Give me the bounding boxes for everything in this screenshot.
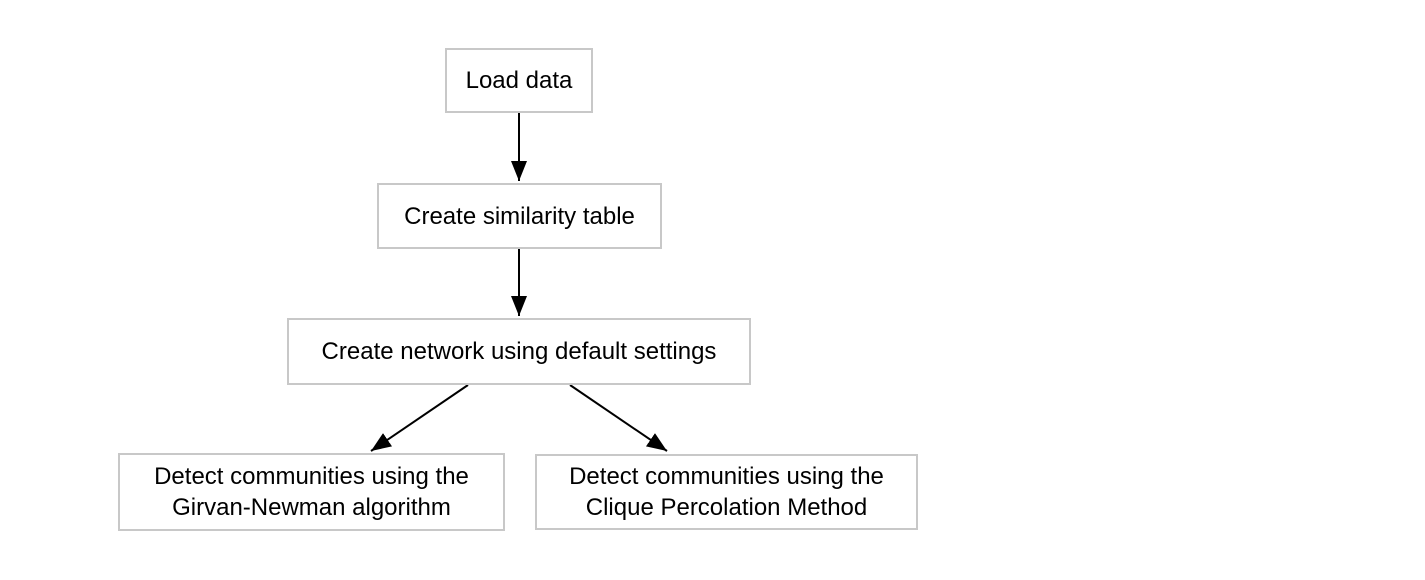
- node-label-load-data: Load data: [465, 67, 573, 94]
- edge-network-to-girvan-newman: [370, 384, 469, 452]
- flowchart-node-create-similarity-table: Create similarity table: [377, 183, 662, 249]
- flowchart-node-create-network: Create network using default settings: [287, 318, 751, 385]
- node-label-create-similarity-table: Create similarity table: [404, 202, 635, 230]
- flowchart-node-load-data: Load data: [445, 48, 593, 113]
- node-label-create-network: Create network using default settings: [321, 338, 717, 365]
- edge-network-to-clique-percolation: [569, 384, 668, 452]
- node-label-detect-clique-percolation: Detect communities using the Clique Perc…: [569, 463, 884, 521]
- node-label-detect-girvan-newman: Detect communities using the Girvan-Newm…: [154, 463, 469, 521]
- flowchart-node-detect-girvan-newman: Detect communities using the Girvan-Newm…: [118, 453, 505, 531]
- flowchart-node-detect-clique-percolation: Detect communities using the Clique Perc…: [535, 454, 918, 530]
